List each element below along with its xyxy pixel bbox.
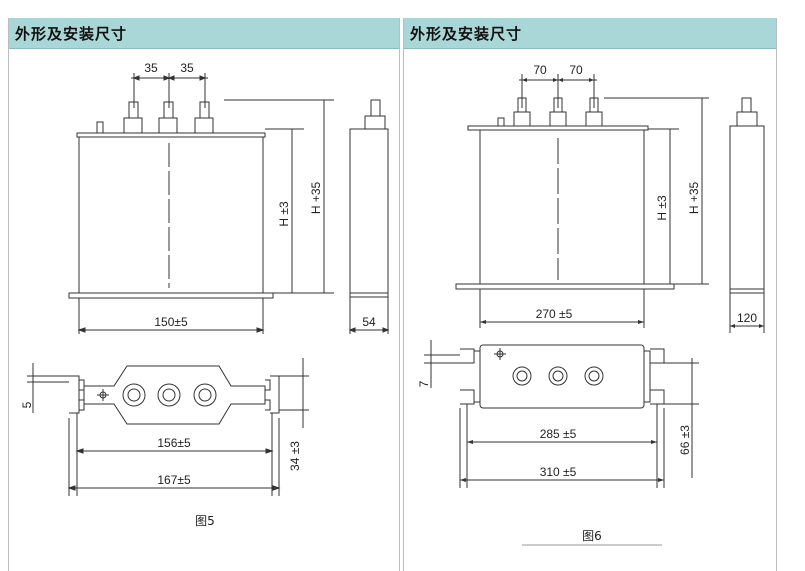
dim-overall-length: 167±5	[157, 473, 191, 487]
dim-pitch-1: 70	[533, 63, 547, 77]
right-drawing-panel: 外形及安装尺寸	[403, 18, 777, 571]
dim-depth: 120	[737, 311, 757, 325]
left-drawing-panel: 外形及安装尺寸	[8, 18, 400, 571]
figure6-drawing: 70 70 H ±3 H +35 270 ±5 120 7 66 ±3 285 …	[417, 63, 765, 546]
figure-caption: 图6	[582, 529, 602, 543]
left-panel-header: 外形及安装尺寸	[9, 18, 399, 49]
dim-pitch-2: 35	[180, 61, 194, 75]
dim-width: 270 ±5	[536, 307, 573, 321]
right-panel-title: 外形及安装尺寸	[410, 25, 523, 43]
dim-hole-span: 285 ±5	[540, 427, 577, 441]
dim-depth: 54	[362, 315, 376, 329]
dim-pitch-1: 35	[144, 61, 158, 75]
dim-hole-span: 156±5	[157, 436, 191, 450]
dim-total-height: H +35	[309, 181, 323, 214]
dim-pitch-2: 70	[569, 63, 583, 77]
dim-slot: 5	[20, 401, 34, 408]
figure-caption: 图5	[195, 514, 215, 528]
dim-overall-length: 310 ±5	[540, 465, 577, 479]
dim-foot-depth: 34 ±3	[288, 441, 302, 471]
left-panel-title: 外形及安装尺寸	[15, 25, 128, 43]
figure5-drawing: 35 35 H ±3 H +35 150±5 54 5 34 ±3 156±5 …	[20, 61, 390, 528]
dim-foot-depth: 66 ±3	[678, 425, 692, 455]
dim-total-height: H +35	[687, 181, 701, 214]
dim-body-height: H ±3	[277, 201, 291, 227]
dim-slot: 7	[417, 380, 431, 387]
right-panel-header: 外形及安装尺寸	[404, 18, 776, 49]
dim-body-height: H ±3	[655, 195, 669, 221]
dim-width: 150±5	[154, 315, 188, 329]
